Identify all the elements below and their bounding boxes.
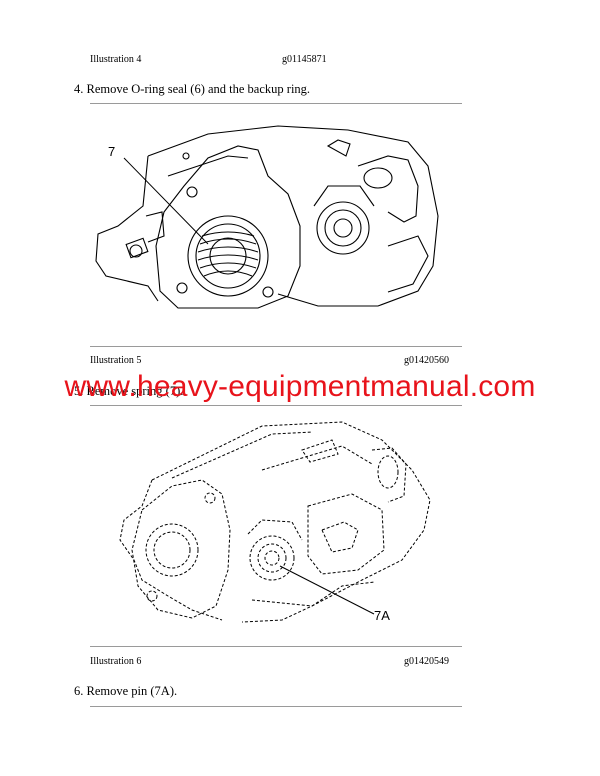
step-5-text: 5. Remove spring (7). [74, 384, 184, 398]
illustration-4-label: Illustration 4 [90, 54, 142, 65]
divider [90, 405, 462, 406]
illustration-5-code: g01420560 [404, 355, 449, 366]
callout-7a: 7A [374, 608, 390, 623]
illustration-5-label: Illustration 5 [90, 355, 142, 366]
callout-7: 7 [108, 144, 116, 159]
divider [90, 646, 462, 647]
divider [90, 706, 462, 707]
divider [90, 346, 462, 347]
illustration-6-figure: 7A [112, 410, 432, 630]
illustration-4-code: g01145871 [282, 54, 327, 65]
divider [90, 103, 462, 104]
step-6-text: 6. Remove pin (7A). [74, 684, 178, 698]
watermark: www.heavy-equipmentmanual.com [64, 370, 536, 403]
illustration-6-label: Illustration 6 [90, 656, 142, 667]
illustration-6-code: g01420549 [404, 656, 449, 667]
illustration-5-figure: 7 [88, 116, 458, 336]
step-4-text: 4. Remove O-ring seal (6) and the backup… [74, 82, 311, 96]
